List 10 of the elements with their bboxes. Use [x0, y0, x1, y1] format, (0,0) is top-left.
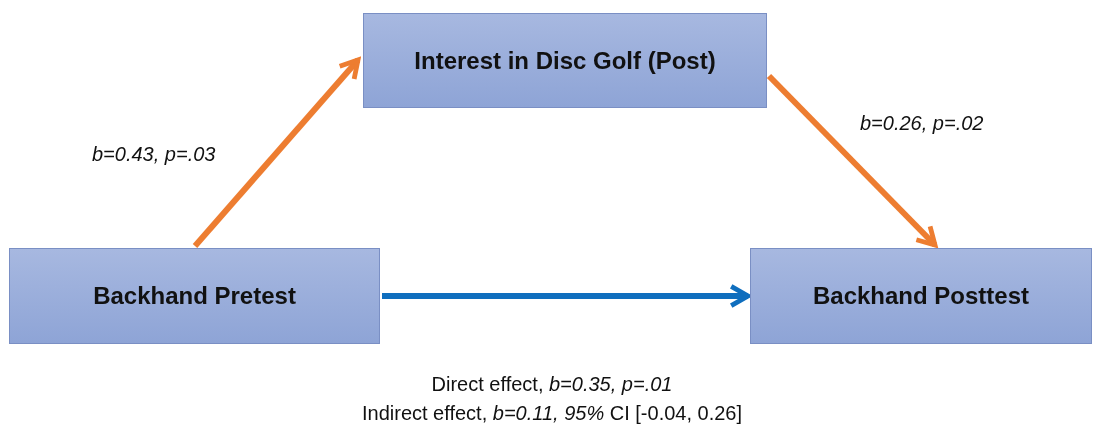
arrow	[382, 284, 751, 308]
variable-box: Backhand Posttest	[750, 248, 1092, 344]
edge-label: b=0.26, p=.02	[860, 112, 984, 135]
arrow	[192, 57, 361, 248]
effect-note: Direct effect, b=0.35, p=.01	[430, 373, 674, 396]
edge-label: b=0.43, p=.03	[92, 143, 216, 166]
effect-note: Indirect effect, b=0.11, 95% CI [-0.04, 0.26]	[360, 402, 744, 425]
variable-box: Backhand Pretest	[9, 248, 380, 344]
variable-box: Interest in Disc Golf (Post)	[363, 13, 767, 108]
arrow	[766, 73, 938, 248]
